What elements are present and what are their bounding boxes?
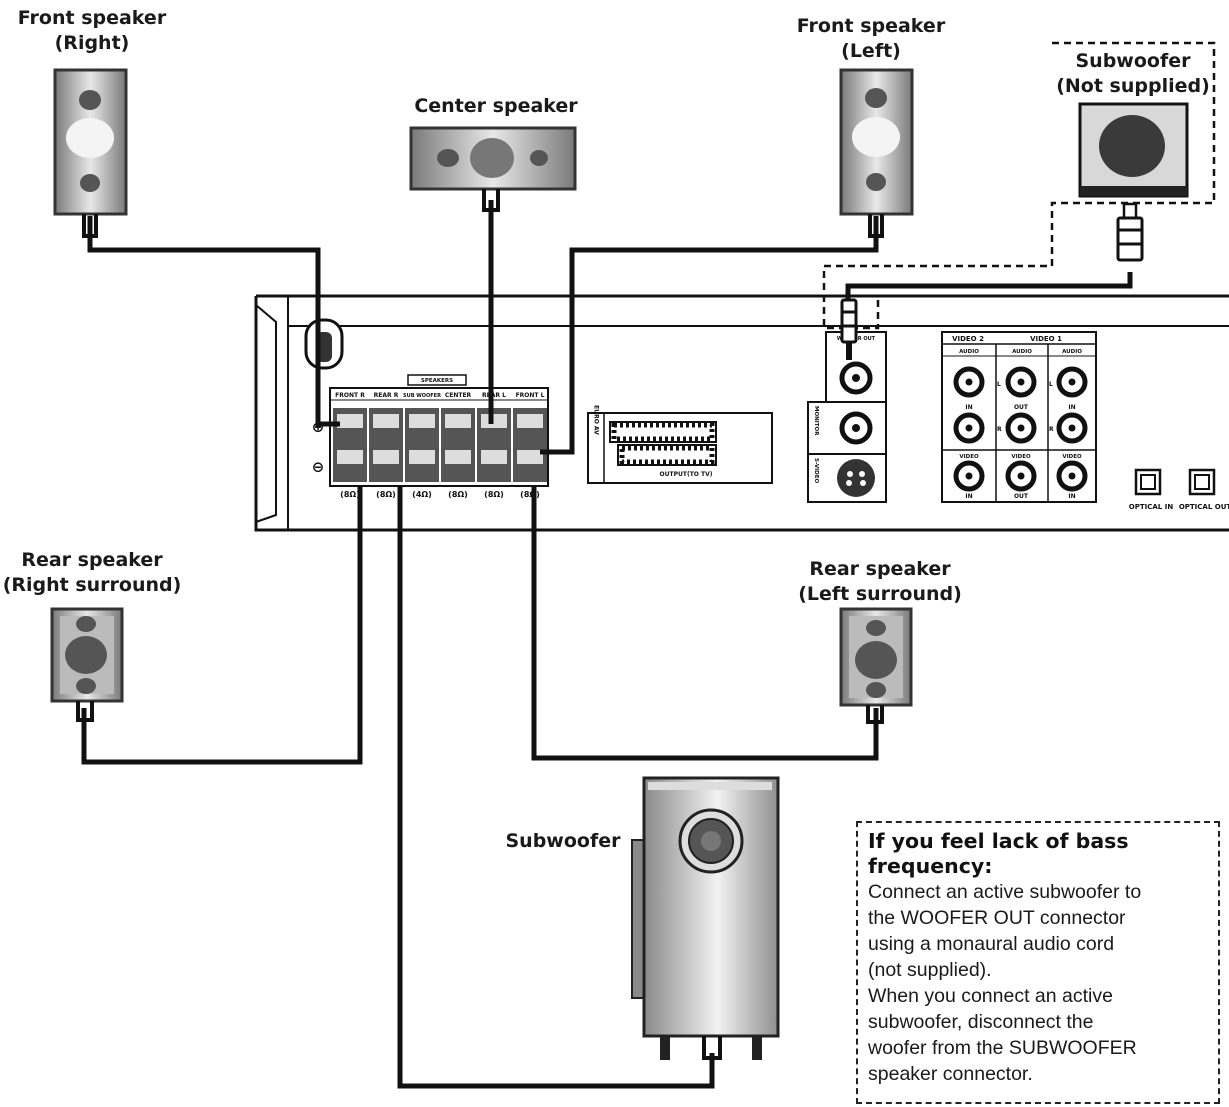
- optical-in-label: OPTICAL IN: [1129, 503, 1174, 511]
- euro-av-label: EURO AV: [593, 405, 600, 435]
- bass-note-body: Connect an active subwoofer to the WOOFE…: [868, 881, 1142, 1085]
- passive-subwoofer: [631, 776, 780, 1060]
- speakers-title: SPEAKERS: [421, 378, 453, 384]
- woofer-out-plug: [840, 298, 858, 360]
- video-output-block: WOOFER OUT MONITOR S-VIDEO: [807, 331, 887, 503]
- bass-note-heading: If you feel lack of bass frequency:: [868, 829, 1129, 878]
- rear-speaker-right-label: Rear speaker (Right surround): [2, 549, 182, 596]
- active-subwoofer: [1078, 102, 1189, 262]
- rear-speaker-left: [839, 607, 913, 724]
- speaker-cables: [81, 200, 1229, 1089]
- euro-av-connector: EURO AV OUTPUT(TO TV): [587, 405, 773, 484]
- audio-label: AUDIO: [1062, 349, 1082, 355]
- bass-note-box: If you feel lack of bass frequency: Conn…: [856, 821, 1220, 1104]
- in-label: IN: [965, 493, 972, 500]
- subwoofer-label: Subwoofer: [505, 830, 621, 852]
- out-label: OUT: [1014, 493, 1029, 500]
- rear-speaker-left-label: Rear speaker (Left surround): [798, 558, 962, 605]
- impedance-label: (4Ω): [412, 490, 432, 499]
- impedance-label: (8Ω): [484, 490, 504, 499]
- audio-label: AUDIO: [1012, 349, 1032, 355]
- speaker-terminals: SPEAKERS FRONT R REAR R SUB WOOFER CENTE…: [312, 374, 549, 499]
- s-video-label: S-VIDEO: [813, 458, 819, 483]
- monitor-label: MONITOR: [813, 406, 819, 436]
- l-label: L: [997, 381, 1001, 388]
- front-speaker-right: [53, 68, 128, 238]
- optical-connectors: OPTICAL IN OPTICAL OUT: [1129, 468, 1229, 511]
- in-label: IN: [1068, 493, 1075, 500]
- impedance-label: (8Ω): [340, 490, 360, 499]
- audio-video-jacks: VIDEO 2 VIDEO 1 AUDIO AUDIO AUDIO IN OUT…: [941, 331, 1097, 503]
- terminal-label: REAR L: [482, 392, 506, 399]
- l-label: L: [1049, 381, 1053, 388]
- front-speaker-left: [839, 68, 914, 238]
- r-label: R: [1049, 426, 1054, 433]
- in-label: IN: [965, 404, 972, 411]
- center-speaker: [409, 126, 577, 212]
- terminal-label: SUB WOOFER: [403, 393, 441, 399]
- optical-out-label: OPTICAL OUT: [1179, 503, 1229, 511]
- rear-speaker-right: [50, 607, 124, 722]
- impedance-label: (8Ω): [376, 490, 396, 499]
- terminal-label: CENTER: [445, 392, 472, 399]
- impedance-label: (8Ω): [448, 490, 468, 499]
- front-speaker-left-label: Front speaker (Left): [796, 15, 946, 62]
- terminal-label: FRONT R: [335, 392, 365, 399]
- out-label: OUT: [1014, 404, 1029, 411]
- video-label: VIDEO: [1062, 454, 1082, 460]
- subwoofer-not-supplied-label: Subwoofer (Not supplied): [1056, 50, 1210, 97]
- impedance-label: (8Ω): [520, 490, 540, 499]
- front-speaker-right-label: Front speaker (Right): [17, 7, 167, 54]
- center-speaker-label: Center speaker: [414, 95, 578, 117]
- optional-subwoofer-outline: [822, 41, 1216, 330]
- video-label: VIDEO: [1011, 454, 1031, 460]
- in-label: IN: [1068, 404, 1075, 411]
- audio-label: AUDIO: [959, 349, 979, 355]
- video1-label: VIDEO 1: [1030, 335, 1062, 343]
- terminal-label: REAR R: [374, 392, 399, 399]
- r-label: R: [997, 426, 1002, 433]
- video2-label: VIDEO 2: [952, 335, 984, 343]
- output-tv-label: OUTPUT(TO TV): [660, 471, 713, 478]
- terminal-label: FRONT L: [516, 392, 545, 399]
- video-label: VIDEO: [959, 454, 979, 460]
- terminal-columns: [333, 408, 547, 482]
- minus-sign: ⊖: [312, 458, 325, 476]
